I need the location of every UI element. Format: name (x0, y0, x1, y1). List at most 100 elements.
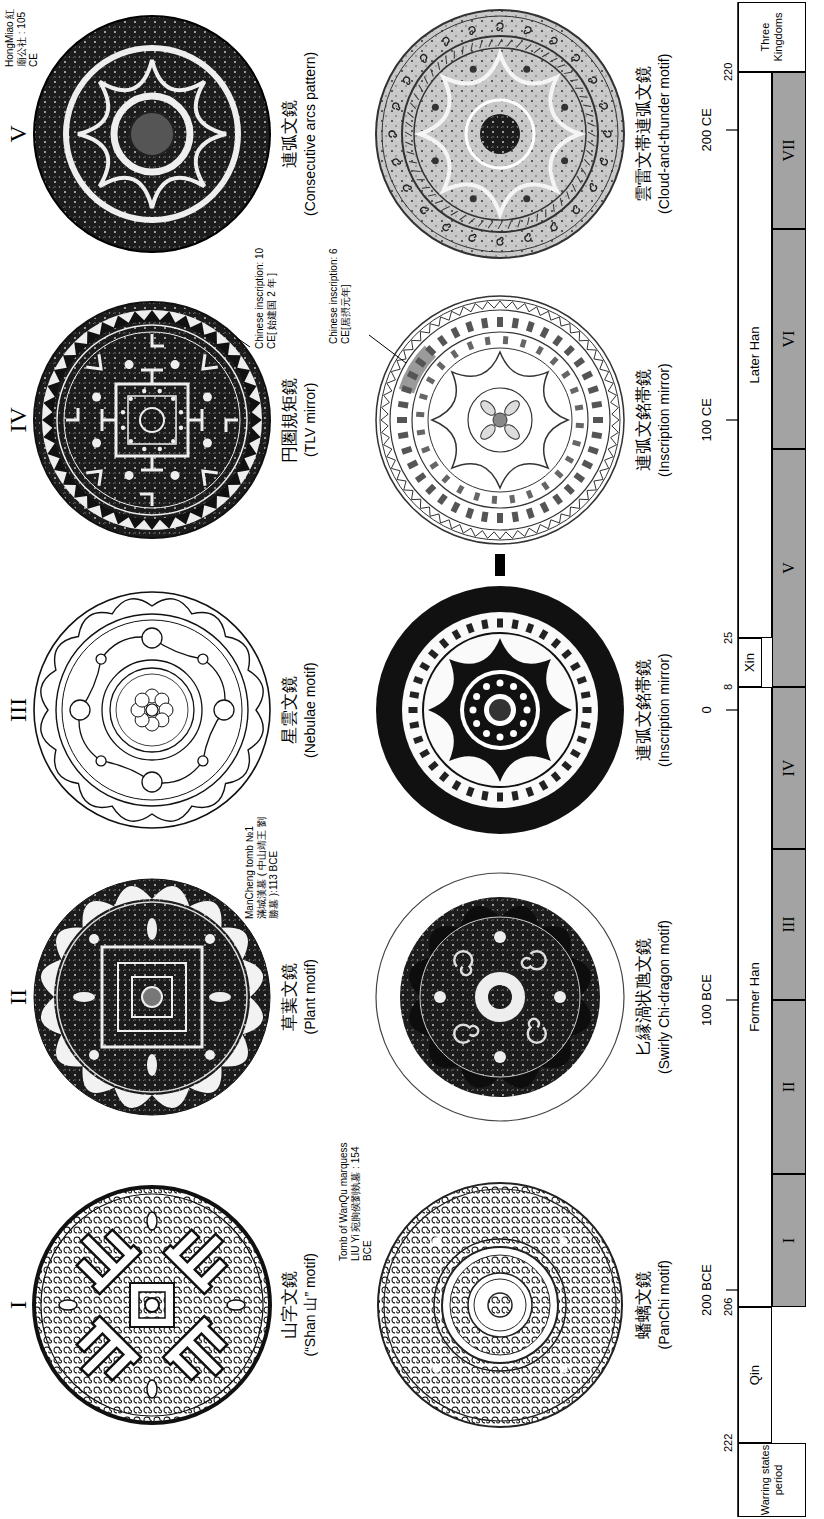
era-cell: Qin (738, 1307, 772, 1443)
mirror-name: 連弧文銘帯鏡 (634, 369, 654, 471)
rubbing-detail (550, 356, 559, 365)
axis-tick (726, 129, 738, 130)
rubbing-detail (464, 674, 536, 746)
rubbing-detail (412, 94, 420, 101)
rubbing-detail (142, 772, 162, 792)
rubbing-detail (179, 410, 183, 414)
cell-text: VII (780, 73, 798, 228)
rubbing-detail (526, 490, 534, 499)
mirror-name-english: (Nebulae motif) (302, 662, 319, 758)
rubbing-detail (565, 456, 574, 464)
rubbing-detail (507, 221, 512, 228)
rubbing-detail (465, 508, 474, 519)
rubbing-detail (420, 54, 580, 214)
rubbing-detail (489, 699, 511, 721)
rubbing-detail (525, 623, 534, 634)
rubbing-detail (130, 112, 174, 156)
rubbing-detail (588, 446, 599, 455)
mirror-name-english: (Cloud-and-thunder motif) (656, 54, 673, 214)
source-note: ManCheng tomb №1 滿城漢墓 ( 中山靖王 劉勝墓 ):113 B… (244, 814, 280, 919)
rubbing-detail (512, 318, 519, 329)
rubbing-detail (34, 1187, 270, 1423)
mirror-name-slot: 山字文鏡 (280, 1271, 300, 1339)
rubbing-detail (41, 599, 263, 821)
rubbing-detail (141, 334, 164, 383)
rubbing-detail (582, 460, 594, 470)
rubbing-detail (414, 48, 586, 220)
panel-numeral: III (4, 698, 33, 722)
rubbing-detail (147, 1380, 157, 1398)
rubbing-detail (142, 628, 162, 648)
rubbing-detail (59, 1300, 77, 1310)
rubbing-detail (140, 408, 164, 432)
rubbing-detail (497, 680, 504, 687)
rubbing-detail (436, 361, 445, 370)
axis-tick (726, 709, 738, 710)
phase-cell: V (772, 449, 806, 687)
rubbing-detail (96, 756, 106, 766)
rubbing-detail (57, 902, 247, 1092)
source-note-slot: Tomb of WanQu marquess LIU Yi 宛朐侯劉埶墓 : 1… (338, 1126, 374, 1261)
mirror-rubbing (376, 873, 624, 1121)
rubbing-detail (147, 1054, 157, 1076)
rubbing-detail (71, 1224, 133, 1286)
rubbing-detail (142, 389, 146, 393)
rubbing-detail (599, 158, 608, 166)
rubbing-detail (402, 36, 598, 232)
rubbing-detail (534, 46, 541, 54)
rubbing-detail (34, 879, 270, 1115)
rubbing-detail (452, 780, 462, 791)
rubbing-detail (89, 934, 99, 944)
rubbing-detail (66, 48, 238, 220)
rubbing-detail (587, 122, 594, 127)
year-mark-slot: 8 (722, 684, 735, 690)
rubbing-detail (139, 1292, 165, 1318)
rubbing-detail (129, 397, 133, 401)
rubbing-detail (571, 53, 581, 63)
rubbing-detail (116, 384, 188, 456)
panel-numeral-slot: V (4, 125, 33, 142)
rubbing-detail (520, 693, 527, 700)
rubbing-detail (428, 638, 572, 782)
rubbing-detail (121, 426, 125, 430)
rubbing-detail (34, 302, 270, 538)
rubbing-detail (586, 150, 594, 155)
rubbing-detail (86, 354, 107, 375)
rubbing-detail (485, 337, 491, 346)
year-label: 200 CE (699, 108, 715, 151)
mirror-name: 蟠螭文鏡 (634, 1271, 654, 1339)
source-note: Chinese inscription: 10 CE[ 始建国 2 年 ] (254, 241, 278, 349)
year-label-slot: 0 (699, 706, 715, 713)
rubbing-detail (376, 873, 624, 1121)
mirror-rubbing (34, 1187, 270, 1423)
rubbing-detail (523, 195, 530, 202)
rubbing-detail (413, 676, 424, 685)
rubbing-detail (460, 670, 540, 750)
rubbing-detail (152, 334, 164, 346)
rubbing-detail (419, 393, 428, 400)
rubbing-detail (560, 1237, 568, 1245)
rubbing-detail (66, 408, 78, 420)
rubbing-detail (507, 39, 512, 46)
mirror-name-english-slot: (Swirly Chi-dragon motif) (656, 920, 673, 1074)
rubbing-detail (437, 493, 448, 505)
rubbing-detail (523, 66, 530, 73)
rubbing-detail (439, 771, 449, 782)
source-note-slot: HongMiao 紅廟公社 : 105 CE (4, 7, 40, 67)
rubbing-detail (588, 385, 599, 394)
rubbing-detail (474, 1279, 526, 1331)
rubbing-detail (114, 96, 190, 172)
rubbing-detail (557, 62, 565, 70)
rubbing-detail (520, 720, 527, 727)
rubbing-detail (146, 704, 158, 716)
rubbing-detail (170, 471, 179, 480)
panel-numeral-slot: I (4, 1301, 33, 1309)
rubbing-detail (582, 371, 594, 381)
rubbing-detail (116, 674, 188, 746)
rubbing-detail (541, 481, 550, 490)
rubbing-detail (478, 41, 483, 49)
rubbing-detail (197, 465, 218, 486)
rubbing-detail (550, 204, 557, 212)
era-cell: Former Han (738, 687, 772, 1307)
